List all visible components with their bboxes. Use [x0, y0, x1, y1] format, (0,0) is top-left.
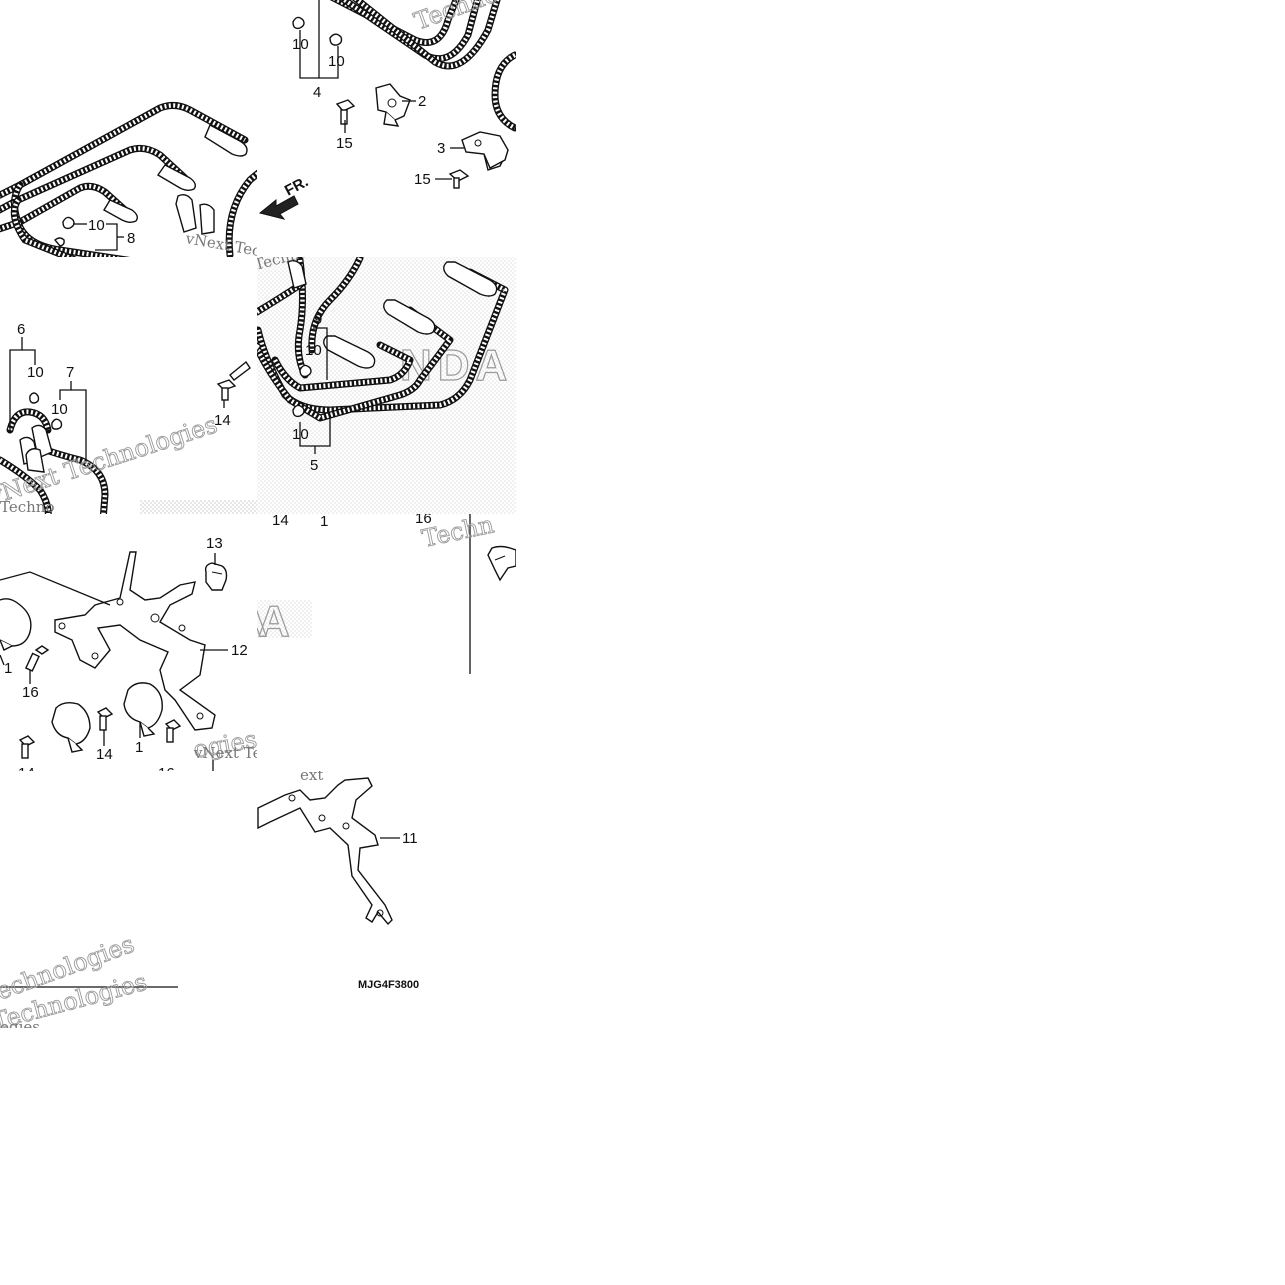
leader-lines: [9, 337, 87, 460]
callout-16: 16: [158, 765, 175, 782]
cable-clip-icon: [292, 364, 312, 418]
callout-10: 10: [292, 426, 309, 443]
callout-14: 14: [96, 746, 113, 763]
leader-lines: [0, 553, 228, 746]
cable-clip-icon: [292, 16, 343, 46]
callout-12: 12: [231, 642, 248, 659]
bolt-14-icon: [216, 360, 251, 401]
diagram-code: MJG4F3800: [358, 979, 419, 991]
watermark-text: vNext Tec: [183, 229, 262, 260]
callout-14: 14: [214, 412, 231, 429]
callout-15: 15: [414, 171, 431, 188]
callout-10: 10: [88, 217, 105, 234]
watermark-text: Techno: [0, 498, 54, 516]
spark-plug-cables: [329, 0, 516, 132]
callout-11: 11: [402, 830, 418, 847]
bolt-14-icon: [18, 707, 114, 759]
direction-label: FR.: [282, 173, 311, 199]
coil-bracket-11-icon: [257, 777, 393, 926]
bracket-3-icon: [461, 131, 509, 171]
callout-8: 8: [127, 230, 135, 247]
callout-15: 15: [336, 135, 353, 152]
bolt-14-icon: [257, 340, 262, 360]
bracket-2-icon: [375, 83, 411, 127]
ignition-coil-icon: [0, 598, 163, 753]
coil-bracket-icon: [487, 545, 516, 582]
bolt-16-icon: [24, 645, 182, 743]
panel-bracket-clamps: 10 10 4 2 15 3 15 Techno FR.: [258, 0, 516, 220]
front-direction-arrow-icon: FR.: [258, 173, 311, 220]
callout-10: 10: [51, 401, 68, 418]
bolt-15-icon: [448, 169, 470, 189]
callout-16: 16: [415, 510, 432, 527]
callout-2: 2: [418, 93, 426, 110]
panel-cable-set-8: 10 8 vNext Tec: [0, 101, 262, 260]
plug-cap-icon: [287, 259, 498, 369]
cable-clip-icon: [54, 216, 75, 247]
plug-cap-icon: [19, 424, 53, 473]
panel-cable-set-5-9: NDA: [257, 257, 516, 514]
callout-7: 7: [66, 364, 74, 381]
callout-5: 5: [310, 457, 318, 474]
watermark-text: ext: [300, 766, 323, 784]
plug-cap-icon: [103, 124, 248, 235]
callout-9: 9: [314, 311, 322, 328]
bolt-15-icon: [335, 99, 356, 125]
spark-plug-cables: [0, 101, 249, 257]
callout-1: 1: [135, 739, 143, 756]
callout-10: 10: [305, 342, 322, 359]
callout-3: 3: [437, 140, 445, 157]
callout-6: 6: [17, 321, 25, 338]
brand-watermark: A: [258, 597, 296, 646]
watermark-text: vNext Te: [193, 744, 262, 762]
watermark-text: ogies: [0, 1018, 40, 1036]
callout-10: 10: [328, 53, 345, 70]
callout-1: 1: [320, 513, 328, 530]
callout-1: 1: [4, 660, 12, 677]
callout-13: 13: [206, 535, 223, 552]
grommet-13-icon: [204, 562, 228, 591]
callout-4: 4: [313, 84, 321, 101]
cable-clip-icon: [29, 392, 63, 430]
callout-14: 14: [18, 765, 35, 782]
callout-14: 14: [272, 512, 289, 529]
coil-bracket-12-icon: [54, 551, 216, 731]
callout-10: 10: [27, 364, 44, 381]
leader-lines: [299, 327, 331, 454]
leader-lines: [299, 0, 464, 180]
callout-16: 16: [22, 684, 39, 701]
leader-lines: [73, 223, 124, 251]
callout-10: 10: [292, 36, 309, 53]
panel-bracket-11: 11 ext MJG4F3800: [257, 766, 419, 991]
